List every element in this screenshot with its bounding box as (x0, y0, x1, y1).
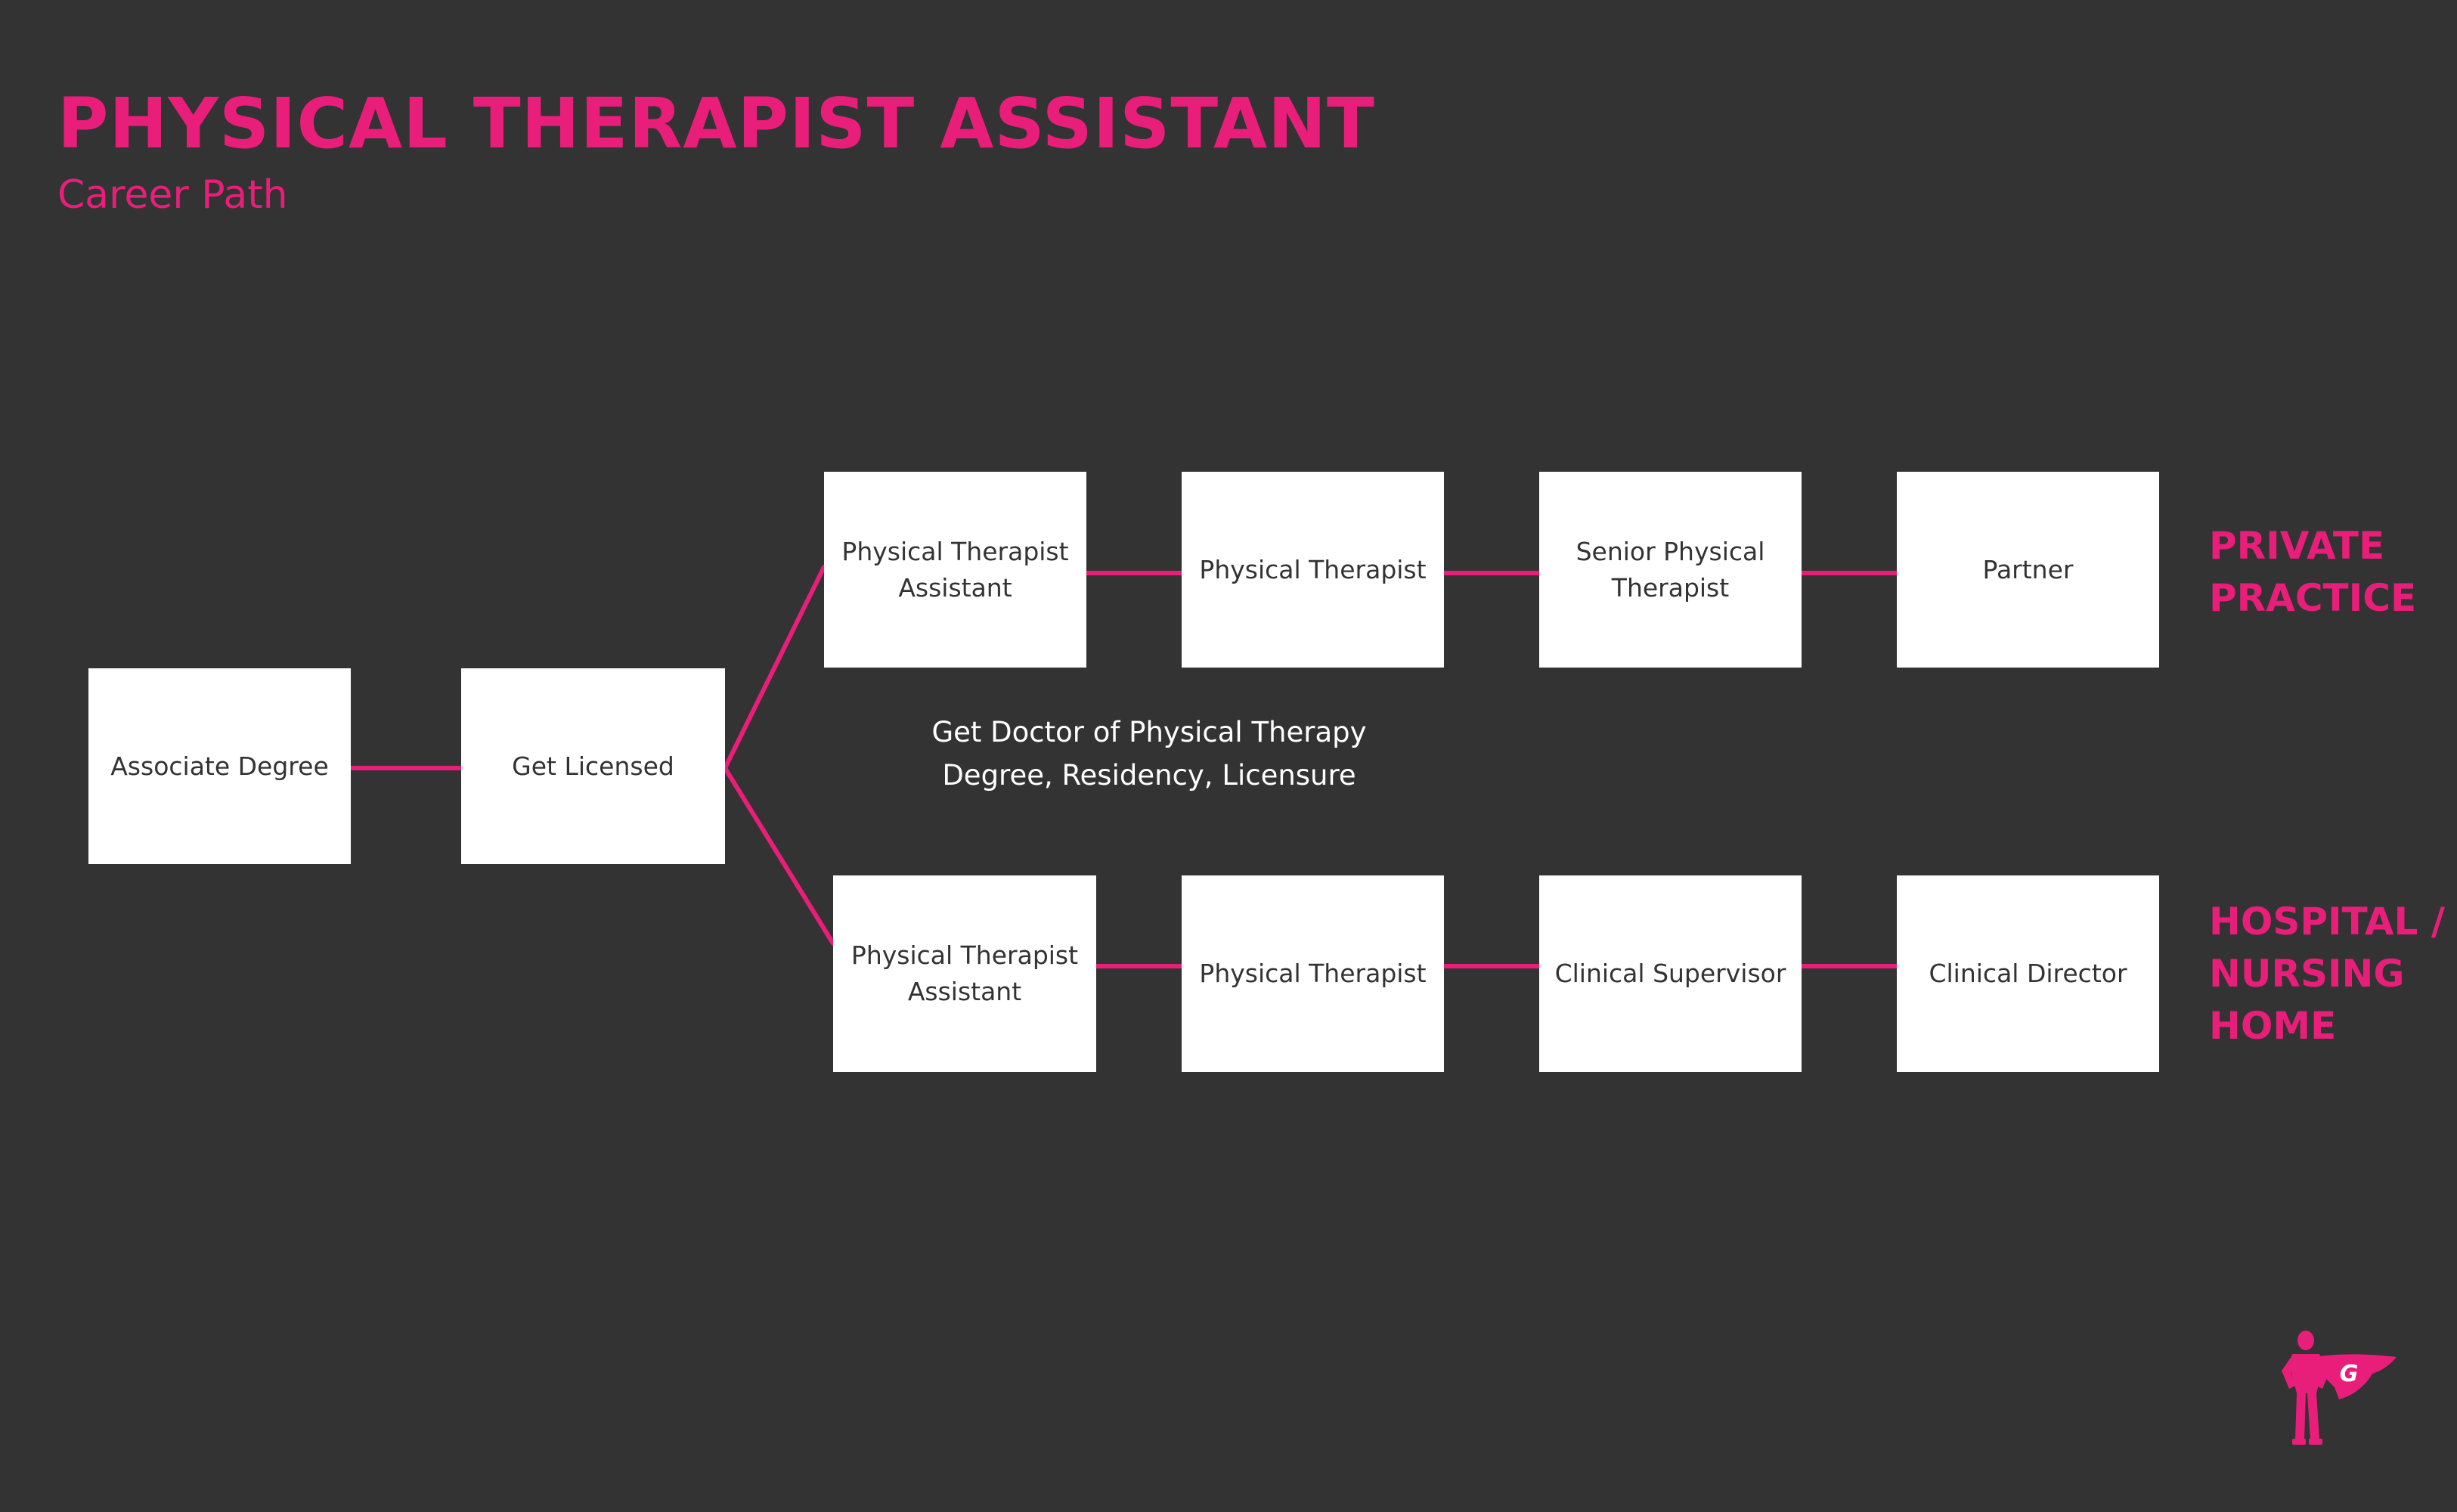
node-label: Get Licensed (512, 751, 674, 781)
connector-license-private (723, 565, 826, 770)
logo-letter: G (2340, 1361, 2359, 1387)
page-subtitle: Career Path (57, 172, 288, 218)
node-private-partner: Partner (1897, 472, 2159, 668)
node-label: Associate Degree (110, 751, 329, 781)
superhero-logo-icon: G (2282, 1331, 2397, 1445)
node-hospital-clinical-supervisor: Clinical Supervisor (1539, 875, 1802, 1072)
node-get-licensed: Get Licensed (461, 668, 725, 864)
node-private-pt: Physical Therapist (1182, 472, 1444, 668)
node-hospital-clinical-director: Clinical Director (1897, 875, 2159, 1072)
transition-note: Get Doctor of Physical Therapy Degree, R… (931, 716, 1367, 792)
node-label: Clinical Director (1929, 959, 2127, 988)
connector-license-hospital (723, 766, 835, 946)
node-label: Physical Therapist (1199, 959, 1427, 988)
node-associate-degree: Associate Degree (88, 668, 351, 864)
node-label: Physical Therapist (1199, 554, 1427, 584)
node-label: Partner (1982, 554, 2074, 584)
branch-label-private-practice: PRIVATE PRACTICE (2209, 524, 2417, 620)
node-label: Clinical Supervisor (1554, 959, 1786, 988)
node-hospital-pt: Physical Therapist (1182, 875, 1444, 1072)
page-title: PHYSICAL THERAPIST ASSISTANT (57, 83, 1375, 164)
branch-label-hospital: HOSPITAL / NURSING HOME (2209, 900, 2446, 1048)
